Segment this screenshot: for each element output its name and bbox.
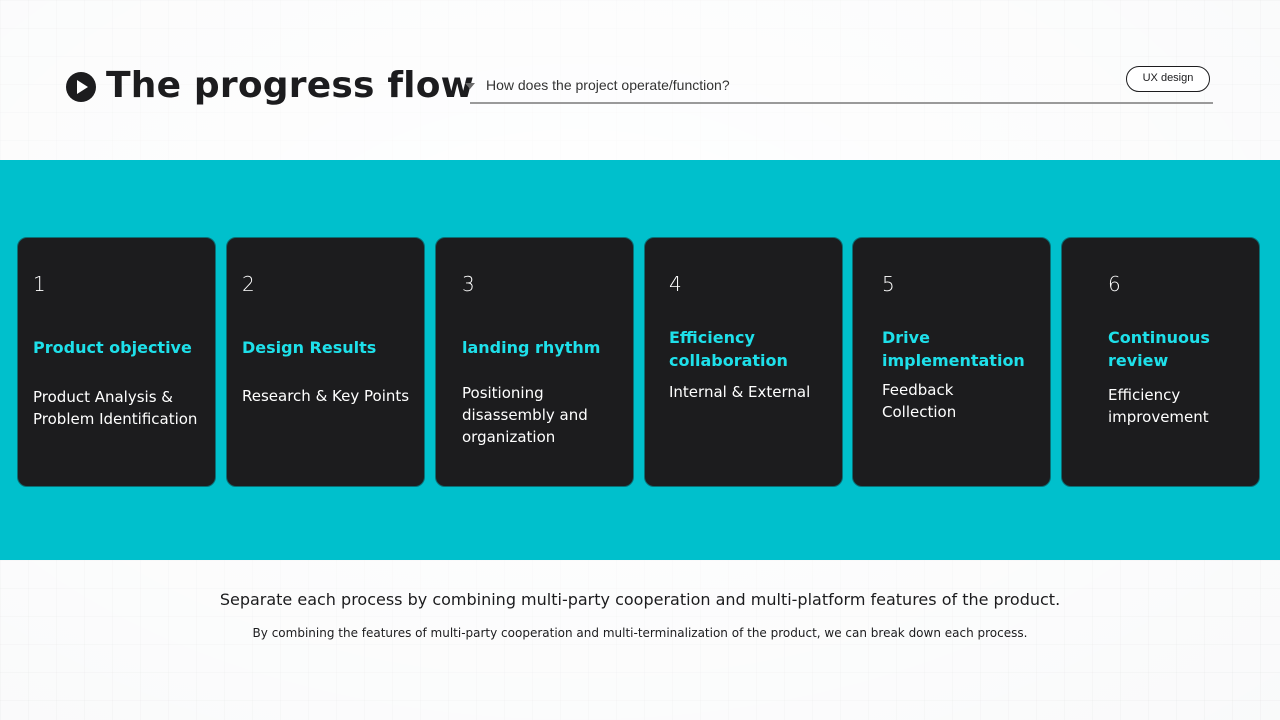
step-heading: Design Results bbox=[242, 338, 377, 357]
step-number: 5 bbox=[882, 272, 895, 296]
play-circle-icon bbox=[66, 72, 96, 102]
step-description: Feedback Collection bbox=[882, 381, 957, 421]
step-description: Positioning disassembly and organization bbox=[462, 384, 588, 446]
step-number: 1 bbox=[33, 272, 46, 296]
subtitle: How does the project operate/function? bbox=[486, 77, 730, 93]
step-card-4: 4 Efficiency collaboration Internal & Ex… bbox=[644, 237, 843, 487]
step-number: 3 bbox=[462, 272, 475, 296]
step-heading: Efficiency collaboration bbox=[669, 328, 788, 370]
step-description: Product Analysis & Problem Identificatio… bbox=[33, 388, 198, 428]
ux-design-tag: UX design bbox=[1126, 66, 1210, 92]
step-card-2: 2 Design Results Research & Key Points bbox=[226, 237, 425, 487]
footer-main-text: Separate each process by combining multi… bbox=[219, 590, 1061, 609]
step-heading: Continuous review bbox=[1108, 328, 1210, 370]
process-band: 1 Product objective Product Analysis & P… bbox=[0, 160, 1280, 560]
step-card-5: 5 Drive implementation Feedback Collecti… bbox=[852, 237, 1051, 487]
step-number: 6 bbox=[1108, 272, 1121, 296]
page-title: The progress flow bbox=[106, 65, 475, 106]
step-description: Efficiency improvement bbox=[1108, 386, 1209, 426]
step-number: 2 bbox=[242, 272, 255, 296]
step-description: Research & Key Points bbox=[242, 387, 410, 405]
step-card-3: 3 landing rhythm Positioning disassembly… bbox=[435, 237, 634, 487]
triangle-down-icon bbox=[465, 83, 475, 89]
step-heading: landing rhythm bbox=[462, 338, 601, 357]
footer-sub-text: By combining the features of multi-party… bbox=[252, 626, 1028, 640]
step-heading: Drive implementation bbox=[882, 328, 1025, 370]
step-heading: Product objective bbox=[33, 338, 192, 357]
step-card-1: 1 Product objective Product Analysis & P… bbox=[17, 237, 216, 487]
subtitle-bar: How does the project operate/function? U… bbox=[465, 66, 1213, 104]
step-number: 4 bbox=[669, 272, 682, 296]
step-card-6: 6 Continuous review Efficiency improveme… bbox=[1061, 237, 1260, 487]
step-description: Internal & External bbox=[669, 383, 811, 401]
